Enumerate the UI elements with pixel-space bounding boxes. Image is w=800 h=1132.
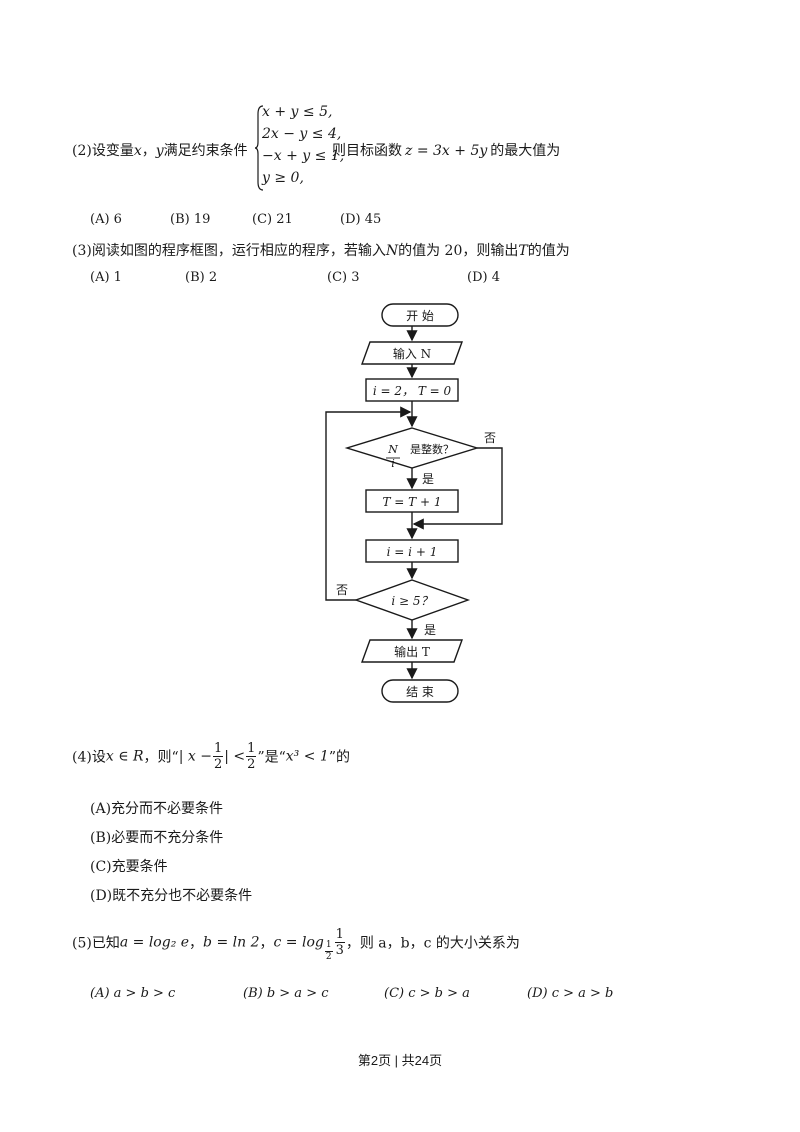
q4-half-numerator: 1 — [212, 741, 224, 757]
q3-stem: (3)阅读如图的程序框图，运行相应的程序，若输入N的值为 20，则输出T的值为 — [72, 240, 570, 260]
q4-option-d[interactable]: (D)既不充分也不必要条件 — [90, 888, 253, 904]
q3-option-b[interactable]: (B) 2 — [185, 270, 218, 285]
left-brace-icon — [254, 105, 264, 191]
q5-option-d[interactable]: (D) c > a > b — [527, 986, 614, 1001]
q2-objective-label: 则目标函数 — [332, 143, 402, 159]
q3-var-t: T — [518, 243, 528, 259]
cond1-text: 是整数？ — [410, 442, 454, 456]
output-box — [361, 639, 463, 663]
start-terminal — [381, 303, 459, 327]
program-flowchart: 开 始 输入 N i = 2， T = 0 N i 是整数？ 否 是 T = T… — [325, 303, 503, 703]
constraint-3: −x + y ≤ 1, — [262, 148, 345, 164]
q2-option-d[interactable]: (D) 45 — [340, 212, 382, 227]
increment-i-label: i = i + 1 — [387, 545, 438, 559]
q4-condition: x ∈ R — [105, 748, 144, 765]
q5-base-numerator: 1 — [324, 939, 333, 952]
q5-arg-numerator: 1 — [334, 927, 345, 943]
q4-abs-right: | < — [224, 748, 246, 765]
q2-objective-tail: 的最大值为 — [490, 143, 561, 159]
q2-option-b[interactable]: (B) 19 — [170, 212, 211, 227]
q4-rhs-numerator: 1 — [246, 741, 257, 757]
q3-var-n: N — [385, 243, 399, 259]
assign-t-label: T = T + 1 — [382, 495, 441, 509]
q2-constraint-label: 满足约束条件 — [163, 143, 248, 159]
q4-option-b[interactable]: (B)必要而不充分条件 — [90, 830, 224, 846]
q5-arg-denominator: 3 — [335, 943, 344, 958]
no-label-2: 否 — [336, 583, 348, 597]
q2-sep: ， — [141, 143, 156, 159]
q2-option-a[interactable]: (A) 6 — [90, 212, 122, 227]
output-label: 输出 T — [394, 644, 430, 659]
no-label-1: 否 — [484, 431, 496, 445]
q4-option-a[interactable]: (A)充分而不必要条件 — [90, 801, 224, 817]
q4-cube: x³ < 1 — [285, 748, 329, 765]
constraint-4: y ≥ 0, — [262, 170, 304, 186]
q5-a-expr: a = log₂ e — [119, 934, 190, 951]
q3-option-a[interactable]: (A) 1 — [90, 270, 122, 285]
q4-then: ，则“ — [143, 749, 179, 766]
yes-label-2: 是 — [424, 623, 436, 637]
init-label: i = 2， T = 0 — [373, 384, 452, 398]
q2-objective-expr: z = 3x + 5y — [405, 143, 488, 159]
q3-option-d[interactable]: (D) 4 — [467, 270, 500, 285]
q4-rhs-denominator: 2 — [247, 757, 256, 772]
input-label: 输入 N — [393, 346, 431, 361]
q4-half-denominator: 2 — [213, 757, 223, 772]
q2-option-c[interactable]: (C) 21 — [252, 212, 293, 227]
start-label: 开 始 — [406, 309, 434, 323]
cond1-numerator: N — [387, 443, 398, 456]
end-label: 结 束 — [406, 685, 434, 699]
q5-tail: ，则 a，b，c 的大小关系为 — [345, 935, 520, 952]
constraint-1: x + y ≤ 5, — [262, 104, 333, 120]
constraint-system: x + y ≤ 5, 2x − y ≤ 4, −x + y ≤ 1, y ≥ 0… — [254, 104, 344, 192]
q2-var-y: y — [155, 143, 164, 159]
q5-b-expr: b = ln 2 — [203, 934, 260, 951]
cond2-label: i ≥ 5？ — [391, 594, 432, 608]
q3-text-a: (3)阅读如图的程序框图，运行相应的程序，若输入 — [72, 243, 386, 259]
q2-prefix: (2)设变量 — [72, 143, 134, 159]
page-footer: 第2页 | 共24页 — [357, 1053, 443, 1068]
q4-tail: ”的 — [328, 749, 350, 766]
q3-text-c: 的值为 — [527, 243, 570, 259]
input-box — [361, 341, 463, 365]
q2-stem: (2)设变量x，y满足约束条件 — [72, 140, 248, 160]
q5-option-c[interactable]: (C) c > b > a — [384, 986, 470, 1001]
q4-option-c[interactable]: (C)充要条件 — [90, 859, 168, 875]
q3-text-b: 的值为 20，则输出 — [398, 243, 519, 259]
q5-prefix: (5)已知 — [72, 935, 120, 952]
q4-prefix: (4)设 — [72, 749, 106, 766]
end-terminal — [381, 679, 459, 703]
constraint-2: 2x − y ≤ 4, — [262, 126, 342, 142]
yes-label-1: 是 — [422, 472, 434, 486]
q5-c-log: c = log — [273, 934, 324, 951]
q5-base-denominator: 2 — [325, 951, 332, 962]
q5-option-a[interactable]: (A) a > b > c — [90, 986, 176, 1001]
q4-abs-left: | x − — [178, 748, 212, 765]
q3-option-c[interactable]: (C) 3 — [327, 270, 360, 285]
q2-var-x: x — [133, 143, 142, 159]
q5-option-b[interactable]: (B) b > a > c — [243, 986, 329, 1001]
cond1-denominator: i — [391, 457, 395, 470]
q4-mid: ”是“ — [257, 749, 286, 766]
